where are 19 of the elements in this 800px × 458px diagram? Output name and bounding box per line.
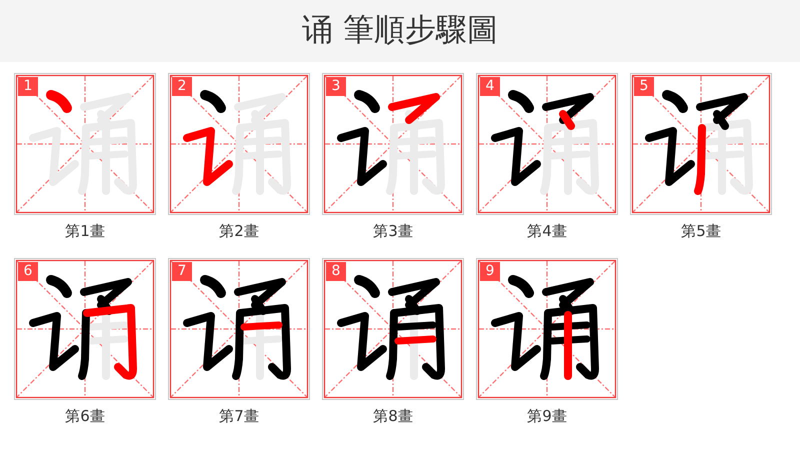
step-caption: 第5畫	[680, 222, 722, 240]
step-number: 3	[326, 77, 346, 96]
step-caption: 第3畫	[372, 222, 414, 240]
step-number: 5	[634, 77, 654, 96]
step-caption: 第7畫	[218, 407, 260, 425]
step-caption: 第6畫	[64, 407, 106, 425]
step-number: 2	[172, 77, 192, 96]
step-caption: 第9畫	[526, 407, 568, 425]
step-number: 8	[326, 262, 346, 281]
step-caption: 第8畫	[372, 407, 414, 425]
step-number: 4	[480, 77, 500, 96]
step-caption: 第4畫	[526, 222, 568, 240]
step-number: 9	[480, 262, 500, 281]
step-caption: 第2畫	[218, 222, 260, 240]
page-title: 诵 筆順步驟圖	[302, 12, 498, 48]
step-number: 7	[172, 262, 192, 281]
step-caption: 第1畫	[64, 222, 106, 240]
step-number: 1	[18, 77, 38, 96]
step-number: 6	[18, 262, 38, 281]
